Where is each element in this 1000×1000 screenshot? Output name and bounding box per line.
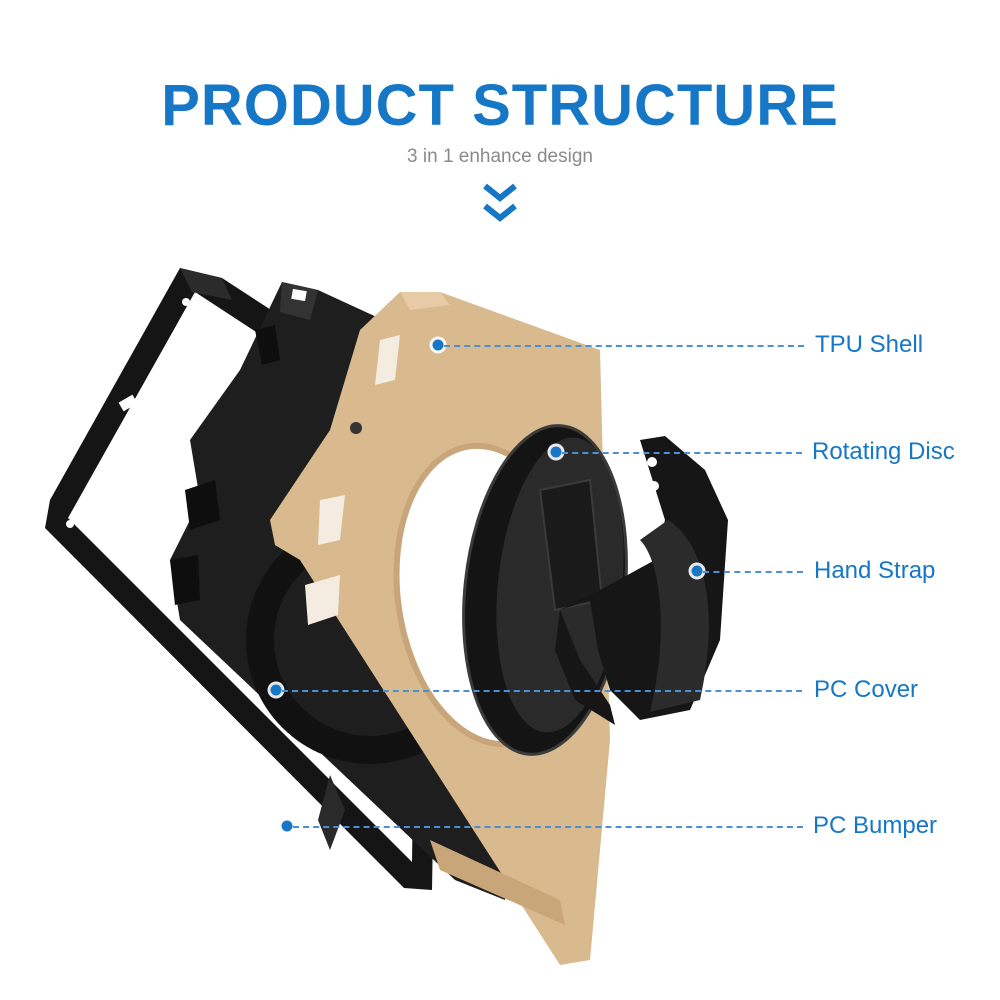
callout-dot bbox=[432, 339, 444, 351]
callout-label-tpu-shell: TPU Shell bbox=[815, 331, 924, 358]
leader-line bbox=[282, 690, 802, 692]
callout-label-hand-strap: Hand Strap bbox=[814, 557, 936, 584]
callout-label-pc-bumper: PC Bumper bbox=[813, 812, 938, 839]
callout-dot bbox=[281, 820, 293, 832]
leader-line bbox=[444, 345, 804, 347]
page-title: PRODUCT STRUCTURE bbox=[161, 73, 839, 138]
leader-line bbox=[703, 571, 803, 573]
double-chevron-down-icon bbox=[483, 183, 517, 222]
callout-dot bbox=[691, 565, 703, 577]
callout-dot bbox=[270, 684, 282, 696]
leader-line bbox=[562, 452, 802, 454]
callout-label-pc-cover: PC Cover bbox=[814, 676, 919, 703]
page-subtitle: 3 in 1 enhance design bbox=[407, 146, 593, 167]
callout-dot bbox=[550, 446, 562, 458]
leader-line bbox=[293, 826, 803, 828]
callout-label-rotating-disc: Rotating Disc bbox=[812, 438, 955, 465]
